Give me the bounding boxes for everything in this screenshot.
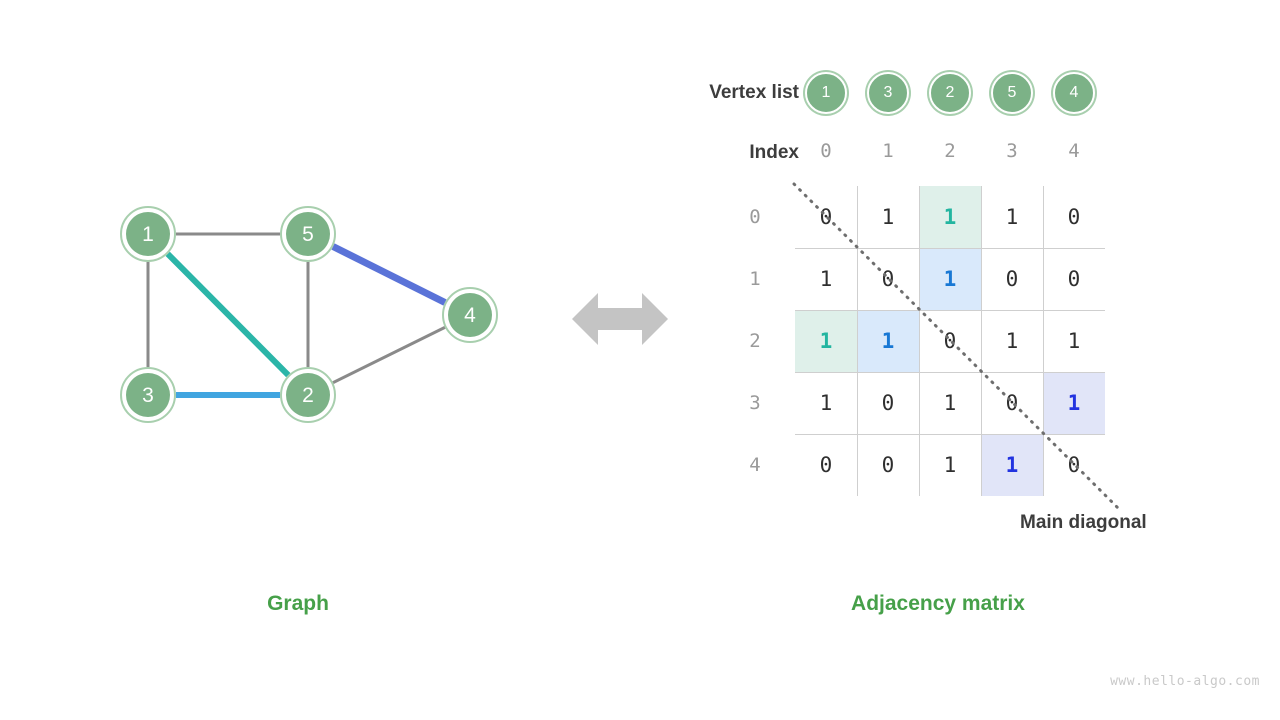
gridline-horizontal <box>795 310 1105 311</box>
matrix-cell-1-4[interactable]: 0 <box>1067 267 1081 291</box>
vertex-chip-4[interactable]: 4 <box>1053 72 1095 114</box>
equivalence-arrow-icon <box>572 293 668 345</box>
watermark: www.hello-algo.com <box>1110 674 1260 689</box>
matrix-cell-4-0[interactable]: 0 <box>819 453 833 477</box>
column-index-3: 3 <box>1006 140 1018 162</box>
gridline-vertical <box>919 186 920 496</box>
graph-edge-1-2 <box>165 251 291 378</box>
column-index-1: 1 <box>882 140 894 162</box>
graph-node-label: 5 <box>302 223 314 246</box>
matrix-cell-1-2[interactable]: 1 <box>919 248 981 310</box>
matrix-cell-4-2[interactable]: 1 <box>943 453 957 477</box>
gridline-vertical <box>1043 186 1044 496</box>
graph-node-label: 2 <box>302 384 314 407</box>
matrix-cell-4-3[interactable]: 1 <box>981 434 1043 496</box>
graph-node-5[interactable]: 5 <box>280 206 336 262</box>
graph-edge-2-4 <box>332 326 446 384</box>
row-index-1: 1 <box>749 268 761 290</box>
vertex-chip-3[interactable]: 3 <box>867 72 909 114</box>
gridline-vertical <box>857 186 858 496</box>
column-index-4: 4 <box>1068 140 1080 162</box>
matrix-cell-3-3[interactable]: 0 <box>1005 391 1019 415</box>
graph-panel: 1 5 3 2 4 <box>0 0 560 720</box>
gridline-horizontal <box>795 434 1105 435</box>
graph-node-ring <box>120 367 176 423</box>
gridline-vertical <box>981 186 982 496</box>
graph-edge-5-4 <box>331 243 447 306</box>
matrix-cell-0-0[interactable]: 0 <box>819 205 833 229</box>
graph-node-ring <box>280 367 336 423</box>
vertex-chip-1[interactable]: 1 <box>805 72 847 114</box>
graph-node-ring <box>442 287 498 343</box>
matrix-cell-2-2[interactable]: 0 <box>943 329 957 353</box>
matrix-cell-0-3[interactable]: 1 <box>1005 205 1019 229</box>
row-index-2: 2 <box>749 330 761 352</box>
graph-node-fill <box>126 212 170 256</box>
matrix-cell-2-4[interactable]: 1 <box>1067 329 1081 353</box>
caption-adjacency-matrix: Adjacency matrix <box>851 592 1025 615</box>
matrix-cell-1-3[interactable]: 0 <box>1005 267 1019 291</box>
matrix-cell-2-0[interactable]: 1 <box>795 310 857 372</box>
graph-node-1[interactable]: 1 <box>120 206 176 262</box>
graph-node-label: 3 <box>142 384 154 407</box>
caption-graph: Graph <box>267 592 329 615</box>
matrix-cell-4-4[interactable]: 0 <box>1067 453 1081 477</box>
gridline-horizontal <box>795 248 1105 249</box>
matrix-cell-0-1[interactable]: 1 <box>881 205 895 229</box>
gridline-horizontal <box>795 372 1105 373</box>
graph-node-ring <box>280 206 336 262</box>
row-index-0: 0 <box>749 206 761 228</box>
column-index-0: 0 <box>820 140 832 162</box>
main-diagonal-label: Main diagonal <box>1020 512 1147 533</box>
vertex-chip-5[interactable]: 5 <box>991 72 1033 114</box>
graph-node-3[interactable]: 3 <box>120 367 176 423</box>
vertex-chip-2[interactable]: 2 <box>929 72 971 114</box>
graph-node-fill <box>448 293 492 337</box>
index-label: Index <box>749 142 799 163</box>
matrix-cell-1-1[interactable]: 0 <box>881 267 895 291</box>
matrix-cell-0-4[interactable]: 0 <box>1067 205 1081 229</box>
graph-node-2[interactable]: 2 <box>280 367 336 423</box>
matrix-cell-4-1[interactable]: 0 <box>881 453 895 477</box>
row-index-4: 4 <box>749 454 761 476</box>
graph-node-fill <box>286 212 330 256</box>
graph-diagram: 1 5 3 2 4 <box>120 206 498 423</box>
matrix-cell-3-4[interactable]: 1 <box>1043 372 1105 434</box>
matrix-cell-3-0[interactable]: 1 <box>819 391 833 415</box>
matrix-cell-2-1[interactable]: 1 <box>857 310 919 372</box>
graph-node-label: 4 <box>464 304 476 327</box>
matrix-cell-2-3[interactable]: 1 <box>1005 329 1019 353</box>
graph-node-fill <box>286 373 330 417</box>
graph-node-4[interactable]: 4 <box>442 287 498 343</box>
row-index-3: 3 <box>749 392 761 414</box>
matrix-cell-0-2[interactable]: 1 <box>919 186 981 248</box>
graph-node-label: 1 <box>142 223 154 246</box>
graph-node-fill <box>126 373 170 417</box>
matrix-cell-3-2[interactable]: 1 <box>943 391 957 415</box>
graph-node-ring <box>120 206 176 262</box>
column-index-2: 2 <box>944 140 956 162</box>
vertex-list-label: Vertex list <box>709 82 799 103</box>
matrix-cell-3-1[interactable]: 0 <box>881 391 895 415</box>
matrix-cell-1-0[interactable]: 1 <box>819 267 833 291</box>
